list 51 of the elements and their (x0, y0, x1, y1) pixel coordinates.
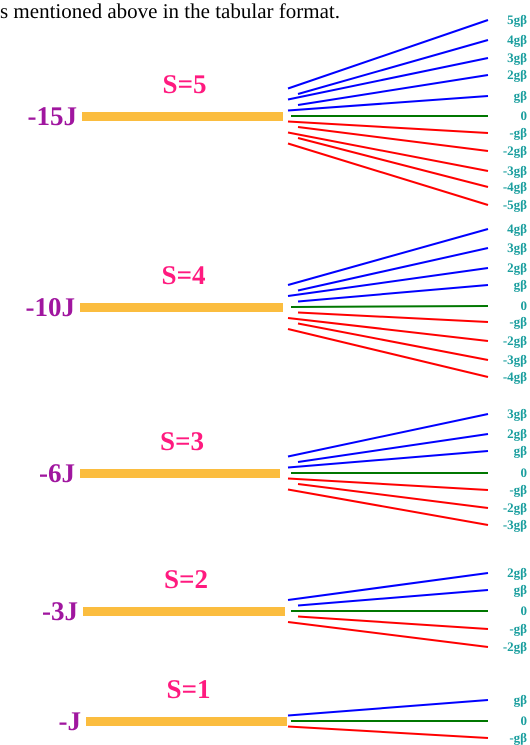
sublevel-label: -3gβ (502, 352, 527, 367)
sublevel-label: -4gβ (502, 369, 527, 384)
sublevel-label: gβ (514, 88, 527, 103)
sublevel-label: 5gβ (507, 12, 527, 27)
sublevel-label: 0 (520, 465, 527, 480)
sublevel-label: 2gβ (507, 565, 527, 580)
caption-text: s mentioned above in the tabular format. (0, 0, 340, 22)
energy-label: -6J (39, 458, 75, 488)
spin-label: S=1 (166, 674, 210, 704)
sublevel-label: -gβ (509, 621, 527, 636)
sublevel-label: -2gβ (502, 143, 527, 158)
sublevel-label: 2gβ (507, 260, 527, 275)
sublevel-label: 0 (520, 108, 527, 123)
sublevel-label: -4gβ (502, 179, 527, 194)
energy-level-bar (83, 607, 285, 616)
sublevel-label: gβ (514, 443, 527, 458)
sublevel-label: 3gβ (507, 406, 527, 421)
sublevel-label: -2gβ (502, 333, 527, 348)
sublevel-label: 2gβ (507, 67, 527, 82)
energy-level-bar (82, 112, 283, 121)
sublevel-label: -gβ (509, 125, 527, 140)
sublevel-label: 2gβ (507, 426, 527, 441)
sublevel-label: 4gβ (507, 32, 527, 47)
sublevel-label: -5gβ (502, 197, 527, 212)
sublevel-label: 4gβ (507, 221, 527, 236)
sublevel-label: gβ (514, 277, 527, 292)
sublevel-label: -gβ (509, 730, 527, 745)
energy-level-bar (86, 717, 287, 726)
sublevel-label: 0 (520, 603, 527, 618)
energy-label: -3J (42, 596, 78, 626)
spin-label: S=5 (162, 69, 206, 99)
sublevel-label: -2gβ (502, 639, 527, 654)
energy-level-bar (80, 469, 280, 478)
sublevel-label: 3gβ (507, 50, 527, 65)
sublevel-label: -2gβ (502, 500, 527, 515)
sublevel-label: -3gβ (502, 163, 527, 178)
spin-label: S=3 (160, 426, 204, 456)
sublevel-label: gβ (514, 692, 527, 707)
energy-level-bar (80, 303, 283, 312)
sublevel-label: -3gβ (502, 517, 527, 532)
sublevel-label: -gβ (509, 482, 527, 497)
energy-label: -J (58, 706, 81, 736)
sublevel-label: -gβ (509, 314, 527, 329)
sublevel-label: gβ (514, 582, 527, 597)
energy-label: -10J (26, 292, 75, 322)
spin-label: S=2 (164, 564, 208, 594)
sublevel-label: 0 (520, 713, 527, 728)
sublevel-label: 0 (520, 298, 527, 313)
energy-label: -15J (28, 101, 77, 131)
sublevel-label: 3gβ (507, 240, 527, 255)
spin-label: S=4 (162, 260, 206, 290)
